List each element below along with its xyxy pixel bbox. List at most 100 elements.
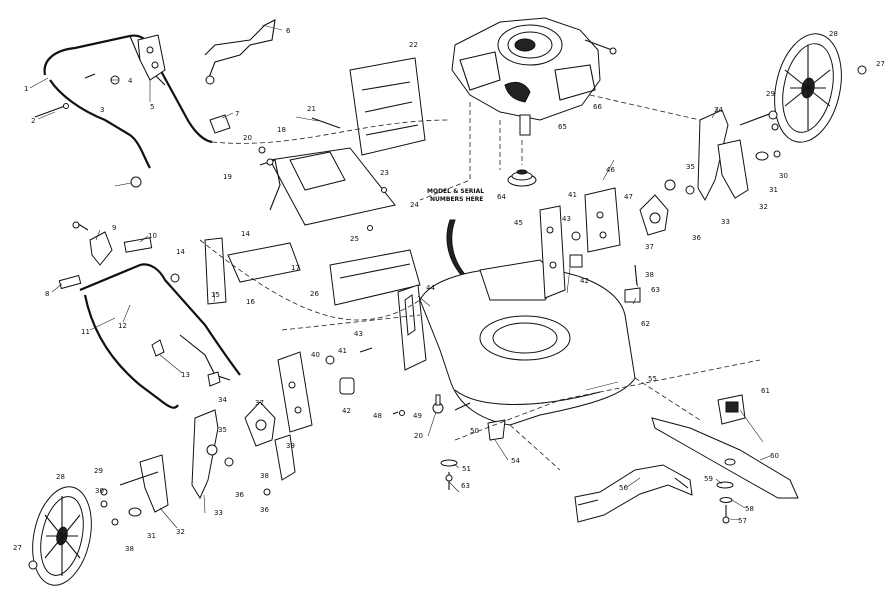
callout-29-b: 29 <box>94 467 103 475</box>
callout-36-c: 36 <box>260 506 269 514</box>
callout-19: 19 <box>223 173 232 181</box>
callout-26: 26 <box>310 290 319 298</box>
callout-42-b: 42 <box>342 407 351 415</box>
callout-10: 10 <box>148 232 157 240</box>
callout-40: 40 <box>311 351 320 359</box>
callout-49: 49 <box>413 412 422 420</box>
callout-59: 59 <box>704 475 713 483</box>
callout-20-a: 20 <box>243 134 252 142</box>
rear-skirt <box>329 249 421 306</box>
engine-pulley <box>507 169 537 187</box>
front-baffle <box>397 284 427 371</box>
callout-28-b: 28 <box>56 473 65 481</box>
callout-63-b: 63 <box>461 482 470 490</box>
callout-65: 65 <box>558 123 567 131</box>
deck-bolts <box>392 394 506 490</box>
callout-60: 60 <box>770 452 779 460</box>
callout-27-a: 27 <box>876 60 885 68</box>
callout-23: 23 <box>380 169 389 177</box>
right-height-adjuster <box>539 187 669 303</box>
callout-38-b: 38 <box>125 545 134 553</box>
assembly-guide-lines <box>199 94 761 471</box>
callout-35-a: 35 <box>686 163 695 171</box>
callout-64: 64 <box>497 193 506 201</box>
callout-66: 66 <box>593 103 602 111</box>
callout-20-b: 20 <box>414 432 423 440</box>
callout-30-a: 30 <box>779 172 788 180</box>
hardware-bolts-handle <box>34 73 142 188</box>
callout-9: 9 <box>112 224 116 232</box>
callout-28-a: 28 <box>829 30 838 38</box>
callout-63-a: 63 <box>651 286 660 294</box>
callout-36-a: 36 <box>692 234 701 242</box>
callout-15: 15 <box>211 291 220 299</box>
callout-44: 44 <box>426 284 435 292</box>
handle-bracket-upper <box>137 34 166 81</box>
callout-38-c: 38 <box>260 472 269 480</box>
callout-46: 46 <box>606 166 615 174</box>
callout-33-a: 33 <box>721 218 730 226</box>
callout-41-a: 41 <box>568 191 577 199</box>
callout-38-a: 38 <box>645 271 654 279</box>
callout-43-b: 43 <box>354 330 363 338</box>
callout-30-b: 30 <box>95 487 104 495</box>
callout-42-a: 42 <box>580 277 589 285</box>
callout-25: 25 <box>350 235 359 243</box>
upper-handle <box>43 34 213 169</box>
cable-clip <box>209 114 231 134</box>
callout-36-b: 36 <box>235 491 244 499</box>
callout-33-b: 33 <box>214 509 223 517</box>
callout-37-b: 37 <box>255 399 264 407</box>
callout-12: 12 <box>118 322 127 330</box>
callout-41-b: 41 <box>338 347 347 355</box>
rear-wheel-left <box>28 486 92 586</box>
control-rod <box>204 19 276 85</box>
callout-56: 56 <box>619 484 628 492</box>
callout-6: 6 <box>286 27 291 35</box>
callout-21-a: 21 <box>307 105 316 113</box>
blade-hardware <box>716 481 734 524</box>
callout-18: 18 <box>277 126 286 134</box>
callout-54: 54 <box>511 457 520 465</box>
model-serial-note-line1: MODEL & SERIAL <box>427 188 484 195</box>
callout-8: 8 <box>45 290 49 298</box>
callout-7: 7 <box>235 110 239 118</box>
callout-51: 51 <box>462 465 471 473</box>
callout-32-a: 32 <box>759 203 768 211</box>
callout-35-b: 35 <box>218 426 227 434</box>
callout-14-a: 14 <box>176 248 185 256</box>
callout-1: 1 <box>24 85 28 93</box>
engine <box>451 17 617 136</box>
callout-48: 48 <box>373 412 382 420</box>
callout-4: 4 <box>128 77 133 85</box>
callout-27-b: 27 <box>13 544 22 552</box>
callout-61: 61 <box>761 387 770 395</box>
right-rear-axle-bracket <box>664 109 781 202</box>
callout-45: 45 <box>514 219 523 227</box>
callout-29-a: 29 <box>766 90 775 98</box>
handle-knobs-and-bolts <box>58 221 221 387</box>
callout-37-a: 37 <box>645 243 654 251</box>
callout-58: 58 <box>745 505 754 513</box>
callout-numbers: 1 2 3 4 5 6 7 8 9 10 11 12 13 14 14 15 1… <box>13 27 885 553</box>
callout-31-a: 31 <box>769 186 778 194</box>
callout-43-a: 43 <box>562 215 571 223</box>
callout-34-b: 34 <box>218 396 227 404</box>
left-height-adjuster <box>244 347 373 496</box>
callout-5: 5 <box>150 103 154 111</box>
lower-handle <box>79 263 241 409</box>
callout-32-b: 32 <box>176 528 185 536</box>
callout-24: 24 <box>410 201 419 209</box>
callout-11: 11 <box>81 328 90 336</box>
hardware-center-bolts <box>258 146 387 231</box>
callout-62: 62 <box>641 320 650 328</box>
callout-50: 50 <box>470 427 479 435</box>
callout-34-a: 34 <box>714 106 723 114</box>
callout-13: 13 <box>181 371 190 379</box>
baffle-plate <box>269 147 396 226</box>
callout-55: 55 <box>648 375 657 383</box>
callout-17: 17 <box>291 264 300 272</box>
model-serial-note-line2: NUMBERS HERE <box>430 196 483 203</box>
callout-14-b: 14 <box>241 230 250 238</box>
